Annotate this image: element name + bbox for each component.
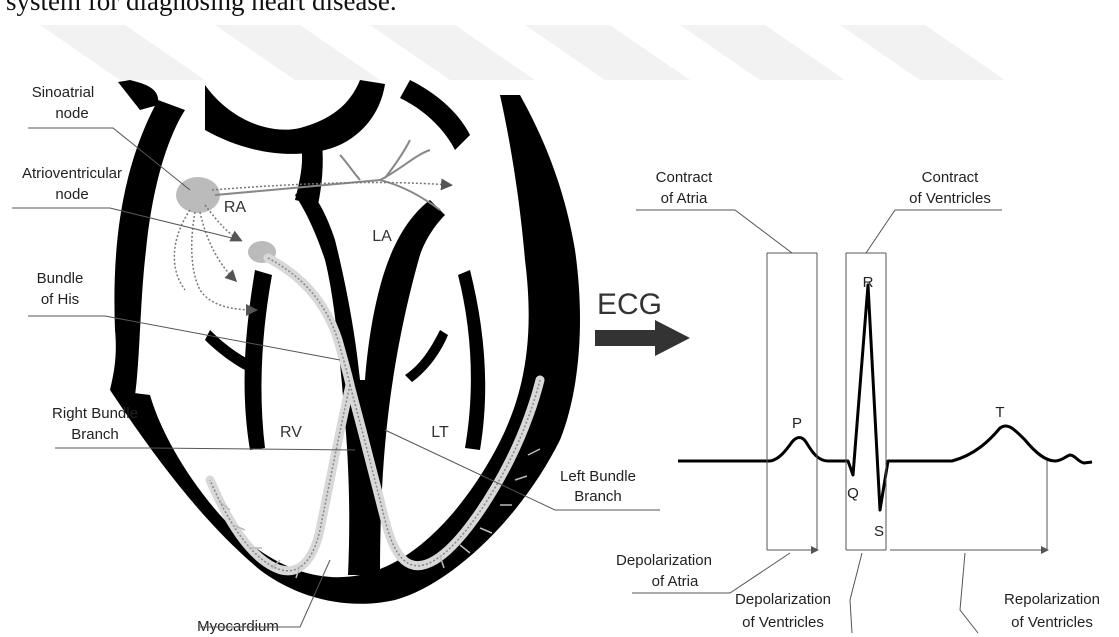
label-sinoatrial-node-1: Sinoatrial (32, 84, 95, 101)
ecg-trace (678, 285, 1092, 510)
label-bundle-his-2: of His (41, 291, 79, 308)
label-la: LA (372, 228, 392, 245)
right-atrium-outer-wall (110, 100, 185, 395)
label-bundle-his-1: Bundle (37, 270, 84, 287)
inner-wall-left (245, 270, 272, 450)
interventricular-septum (295, 185, 445, 575)
superior-vena-cava (118, 80, 158, 110)
pulmonary-vessel (400, 80, 470, 150)
label-rv: RV (280, 424, 302, 441)
label-depol-ventricles-1: Depolarization (735, 591, 831, 608)
label-contract-ventricles-2: of Ventricles (909, 190, 991, 207)
label-av-node-2: node (55, 186, 88, 203)
inner-wall-right (458, 270, 485, 450)
label-depol-ventricles-2: of Ventricles (742, 614, 824, 631)
label-right-bundle-1: Right Bundle (52, 405, 138, 422)
wave-s: S (874, 523, 884, 540)
label-contract-atria-1: Contract (656, 169, 714, 186)
label-left-bundle-1: Left Bundle (560, 468, 636, 485)
ecg-wave-labels: P Q R S T (792, 274, 1005, 540)
label-repol-ventricles-2: of Ventricles (1011, 614, 1093, 631)
ecg-arrow-group: ECG (595, 288, 690, 356)
wave-q: Q (847, 485, 859, 502)
wave-p: P (792, 415, 802, 432)
wave-r: R (863, 274, 874, 291)
label-repol-ventricles-1: Repolarization (1004, 591, 1100, 608)
mitral-valve (405, 330, 448, 382)
label-right-bundle-2: Branch (71, 426, 119, 443)
ecg-title: ECG (597, 288, 662, 321)
label-contract-ventricles-1: Contract (922, 169, 980, 186)
sinoatrial-node (176, 177, 220, 213)
wave-t: T (995, 404, 1004, 421)
aortic-arch (205, 80, 385, 154)
label-depol-atria-1: Depolarization (616, 552, 712, 569)
watermark-stripes (40, 25, 1005, 80)
label-ra: RA (224, 199, 247, 216)
ecg-measurement-lines (632, 210, 1047, 633)
label-sinoatrial-node-2: node (55, 105, 88, 122)
ecg-arrow (595, 320, 690, 356)
label-left-bundle-2: Branch (574, 488, 622, 505)
label-depol-atria-2: of Atria (652, 573, 699, 590)
ecg-waveform (678, 285, 1092, 510)
label-lt: LT (431, 424, 449, 441)
label-contract-atria-2: of Atria (661, 190, 708, 207)
label-av-node-1: Atrioventricular (22, 165, 122, 182)
heart-illustration (110, 80, 580, 604)
